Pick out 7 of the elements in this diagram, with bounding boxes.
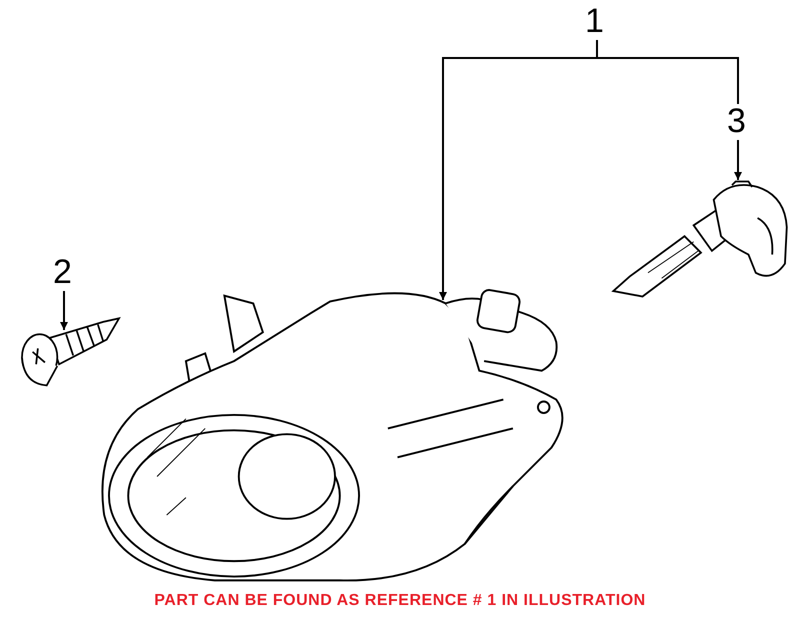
leader-line xyxy=(596,40,739,104)
callout-number: 3 xyxy=(727,104,746,138)
callout-number: 2 xyxy=(53,255,72,289)
leader-line xyxy=(60,291,68,330)
caption: PART CAN BE FOUND AS REFERENCE # 1 IN ILLUSTRATION xyxy=(153,592,647,610)
callout-number: 1 xyxy=(585,4,604,38)
leader-line xyxy=(734,140,742,180)
